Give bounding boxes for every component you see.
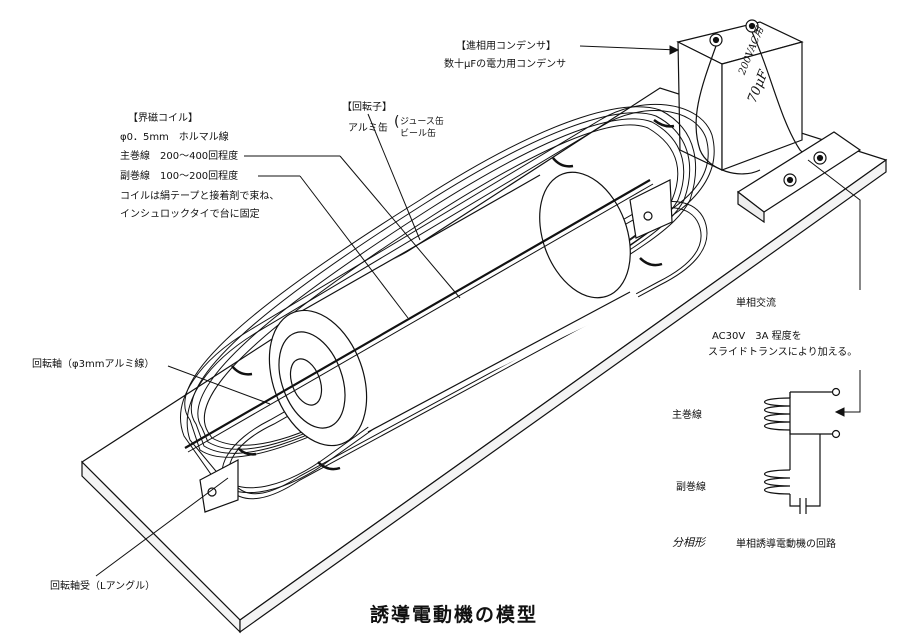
rotor-sub-1: ジュース缶 bbox=[400, 117, 444, 127]
supply-line-1: 単相交流 bbox=[736, 298, 776, 309]
bearing-angles bbox=[199, 179, 673, 513]
field-coil-line-2: 主巻線 200〜400回程度 bbox=[120, 151, 239, 162]
capacitor-description: 数十μFの電力用コンデンサ bbox=[444, 59, 567, 70]
supply-line-2: AC30V 3A 程度を bbox=[712, 331, 802, 342]
cable-ties bbox=[231, 119, 675, 471]
aux-winding-label: 副巻線 bbox=[676, 482, 706, 493]
capacitor-heading: 【進相用コンデンサ】 bbox=[456, 41, 556, 52]
field-coil-line-1: φ0．5mm ホルマル線 bbox=[120, 132, 229, 143]
rotor-shaft bbox=[184, 179, 654, 453]
rotor-brace: ( bbox=[394, 114, 400, 130]
field-coil-heading: 【界磁コイル】 bbox=[128, 113, 198, 124]
circuit-caption: 単相誘導電動機の回路 bbox=[736, 539, 836, 550]
capacitor-drawing bbox=[676, 19, 823, 175]
rotor-main-text: アルミ缶 bbox=[348, 123, 388, 134]
supply-line-3: スライドトランスにより加える。 bbox=[708, 347, 858, 358]
leader-lines bbox=[95, 45, 861, 577]
field-coil-line-4: コイルは絹テープと接着剤で束ね、 bbox=[120, 191, 280, 202]
bearing-label: 回転軸受（Lアングル） bbox=[50, 581, 156, 592]
terminal-block bbox=[736, 131, 862, 224]
shaft-label: 回転軸（φ3mmアルミ線） bbox=[32, 359, 155, 370]
circuit-diagram bbox=[764, 387, 841, 514]
field-coil-line-3: 副巻線 100〜200回程度 bbox=[120, 171, 239, 182]
rotor-heading: 【回転子】 bbox=[342, 102, 392, 113]
diagram-title: 誘導電動機の模型 bbox=[370, 604, 539, 626]
main-winding-label: 主巻線 bbox=[672, 410, 702, 421]
circuit-caption-mark: 分相形 bbox=[672, 536, 705, 549]
field-coil-line-5: インシュロックタイで台に固定 bbox=[120, 209, 260, 220]
rotor-sub-2: ビール缶 bbox=[400, 129, 437, 139]
